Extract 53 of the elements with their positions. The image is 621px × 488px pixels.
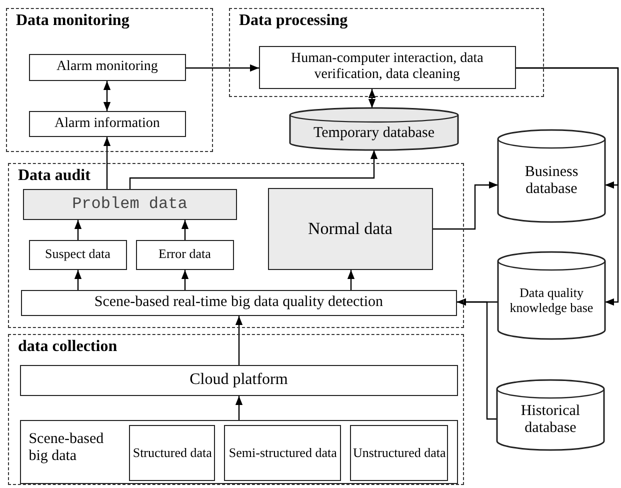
process-box [129,425,216,482]
arrow [433,181,498,230]
process-box [350,425,448,482]
process-box [20,290,457,316]
arrow [368,89,376,108]
arrow [235,316,243,365]
box-label: Suspect data [45,247,110,262]
database-label: Temporary database [314,125,434,143]
arrow [181,270,189,290]
process-box [268,188,433,270]
box-label: Normal data [308,218,392,238]
process-box [22,188,237,220]
dashed-group-frame [8,163,464,328]
process-box [20,364,458,396]
box-label: Structured data [132,446,212,461]
arrow [235,396,243,420]
arrow [129,150,378,189]
arrow [457,298,497,420]
process-box [20,420,458,484]
arrow [103,81,111,111]
box-label: Alarm monitoring [56,59,158,76]
arrow [74,220,82,240]
database-label: Data quality knowledge base [508,286,594,316]
arrow [181,220,189,240]
box-label: Human-computer interaction, data verification, data cleaning [290,51,484,84]
box-label: Cloud platform [190,370,288,390]
box-label: Semi-structured data [228,446,337,461]
database-label: Historical database [520,402,582,438]
group-heading: Data monitoring [16,12,130,30]
arrow [347,270,355,290]
process-box [28,110,186,137]
group-heading: Data audit [18,167,90,186]
box-label: Unstructured data [352,446,446,461]
process-box [28,240,127,270]
process-box [28,54,186,81]
group-heading: Data processing [239,12,348,30]
box-label: Scene-based big data [28,430,105,466]
box-label: Scene-based real-time big data quality detection [94,294,383,312]
box-label: Error data [158,247,211,262]
database-label: Business database [524,164,580,198]
dashed-group-frame [8,334,464,485]
process-box [224,425,342,482]
box-label: Alarm information [54,116,160,132]
arrow [103,137,111,189]
dashed-group-frame [229,8,544,97]
arrow [516,67,619,306]
box-label: Problem data [72,194,188,214]
process-box [258,46,516,89]
arrow [74,270,82,290]
process-box [136,240,234,270]
arrow [186,64,259,72]
dashed-group-frame [6,8,213,152]
group-heading: data collection [18,338,118,356]
